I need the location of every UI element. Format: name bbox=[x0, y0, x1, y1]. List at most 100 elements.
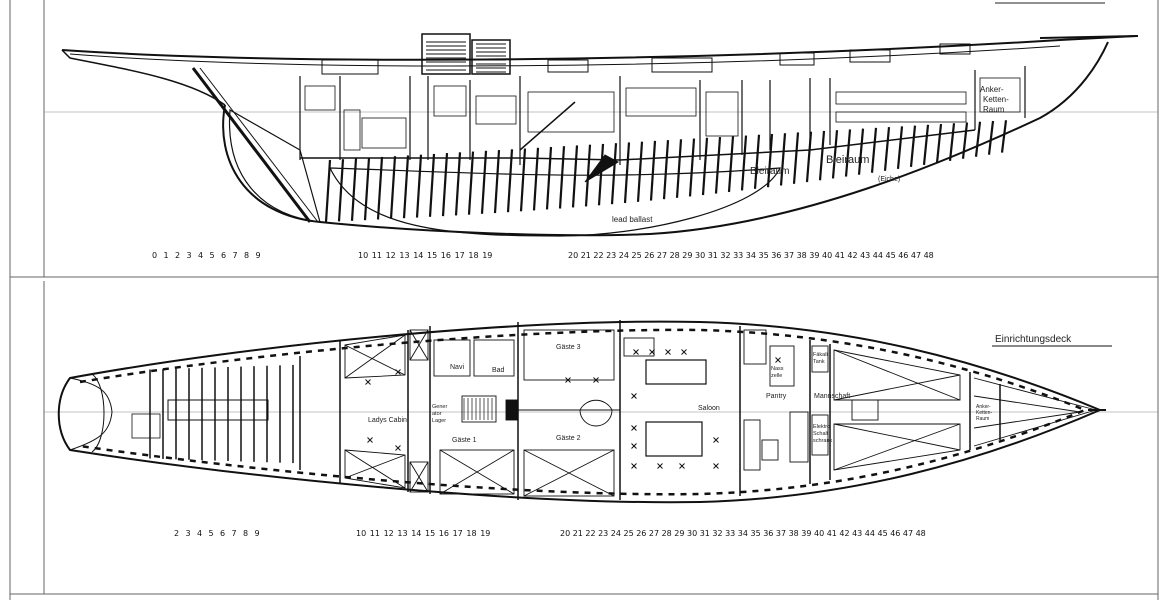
bleiraum-small-label: Bleiraum bbox=[750, 166, 789, 177]
deckhouse-fwd bbox=[471, 39, 511, 75]
room-saloon: Saloon bbox=[698, 405, 720, 412]
frame-rib bbox=[402, 155, 410, 219]
station-number: 20 bbox=[568, 251, 578, 260]
cross-mark bbox=[565, 377, 571, 383]
plan-deck-edge bbox=[79, 328, 1089, 496]
station-number: 32 bbox=[712, 529, 722, 538]
frame-rib bbox=[870, 127, 878, 173]
station-number: 8 bbox=[244, 251, 249, 260]
frame-rib bbox=[584, 144, 592, 207]
station-number: 29 bbox=[674, 529, 684, 538]
station-number: 38 bbox=[797, 251, 807, 260]
station-number: 40 bbox=[822, 251, 832, 260]
generator-1: Gener bbox=[432, 404, 447, 410]
lead-ballast-keel bbox=[329, 167, 781, 237]
station-number: 7 bbox=[232, 529, 237, 538]
station-number: 2 bbox=[174, 529, 179, 538]
station-number: 32 bbox=[720, 251, 730, 260]
frame-rib bbox=[831, 130, 839, 179]
cross-mark bbox=[713, 463, 719, 469]
cross-mark bbox=[679, 463, 685, 469]
station-number: 0 bbox=[152, 251, 157, 260]
station-number: 34 bbox=[738, 529, 748, 538]
station-number: 31 bbox=[700, 529, 710, 538]
station-number: 33 bbox=[733, 251, 743, 260]
station-number: 28 bbox=[662, 529, 672, 538]
station-number: 36 bbox=[763, 529, 773, 538]
plan-hull-outline bbox=[57, 320, 1103, 504]
station-number: 3 bbox=[186, 529, 191, 538]
plan-interior-details bbox=[344, 329, 1106, 497]
station-number: 46 bbox=[890, 529, 900, 538]
cross-mark bbox=[593, 377, 599, 383]
frame-rib bbox=[597, 143, 605, 206]
svg-text:Anker-Ketten-Raum: Anker-Ketten-Raum bbox=[980, 85, 1009, 114]
elektro-2: Schalt bbox=[813, 431, 829, 437]
frame-rib bbox=[610, 143, 618, 205]
frame-rib bbox=[753, 134, 761, 189]
room-pantry: Pantry bbox=[766, 393, 787, 400]
aft-deck-planking bbox=[149, 364, 294, 464]
station-number: 29 bbox=[682, 251, 692, 260]
frame-rib bbox=[636, 141, 644, 202]
cross-mark bbox=[631, 463, 637, 469]
companion-arrow bbox=[584, 154, 620, 183]
plan-anker-3: Raum bbox=[976, 416, 989, 422]
room-gaste2: Gäste 2 bbox=[556, 435, 581, 442]
elektro-1: Elektro bbox=[813, 424, 830, 430]
station-number: 42 bbox=[839, 529, 849, 538]
cross-mark bbox=[365, 379, 371, 385]
station-number: 7 bbox=[233, 251, 238, 260]
cross-mark bbox=[367, 437, 373, 443]
frame-rib bbox=[844, 129, 852, 177]
accommodation-plan-view bbox=[44, 320, 1158, 504]
station-number: 11 bbox=[370, 529, 380, 538]
cross-mark bbox=[681, 349, 687, 355]
station-number: 35 bbox=[759, 251, 769, 260]
station-number: 20 bbox=[560, 529, 570, 538]
frame-rib bbox=[727, 136, 735, 193]
station-number: 48 bbox=[916, 529, 926, 538]
frame-rib bbox=[480, 150, 488, 214]
station-number: 10 bbox=[358, 251, 368, 260]
plan-labels: Einrichtungsdeck Navi Bad Gäste 3 Saloon… bbox=[368, 334, 1072, 444]
cross-mark bbox=[633, 349, 639, 355]
station-number: 3 bbox=[187, 251, 192, 260]
tank-1: Fäkali bbox=[813, 352, 828, 358]
room-bad: Bad bbox=[492, 367, 505, 374]
frame-rib bbox=[740, 135, 748, 191]
nass-1: Nass bbox=[771, 366, 784, 372]
elektro-3: schrank bbox=[813, 438, 833, 444]
station-number: 34 bbox=[746, 251, 756, 260]
cross-mark bbox=[631, 393, 637, 399]
station-number: 18 bbox=[466, 529, 476, 538]
station-number: 17 bbox=[453, 529, 463, 538]
bleiraum-large-label: Bleiraum bbox=[826, 154, 869, 166]
station-number: 9 bbox=[255, 529, 260, 538]
frame-rib bbox=[532, 147, 540, 211]
eiche-label: (Eiche) bbox=[878, 176, 900, 183]
station-number: 44 bbox=[873, 251, 883, 260]
frame-rib bbox=[922, 124, 930, 165]
sheet-frame bbox=[9, 0, 1159, 600]
station-number: 4 bbox=[198, 251, 203, 260]
station-number: 39 bbox=[809, 251, 819, 260]
station-number: 15 bbox=[427, 251, 437, 260]
station-number: 35 bbox=[751, 529, 761, 538]
room-mannschaft: Mannschaft bbox=[814, 393, 850, 400]
plan-title: Einrichtungsdeck bbox=[995, 334, 1072, 345]
station-number: 40 bbox=[814, 529, 824, 538]
frame-rib bbox=[1000, 120, 1008, 153]
station-number: 39 bbox=[801, 529, 811, 538]
skylight-6 bbox=[939, 43, 971, 55]
cross-mark bbox=[713, 437, 719, 443]
frame-rib bbox=[909, 125, 917, 167]
interior-furniture bbox=[304, 77, 1021, 151]
skylight-5 bbox=[849, 49, 891, 63]
station-number: 14 bbox=[413, 251, 423, 260]
generator-3: Lager bbox=[432, 418, 446, 424]
station-number: 22 bbox=[585, 529, 595, 538]
